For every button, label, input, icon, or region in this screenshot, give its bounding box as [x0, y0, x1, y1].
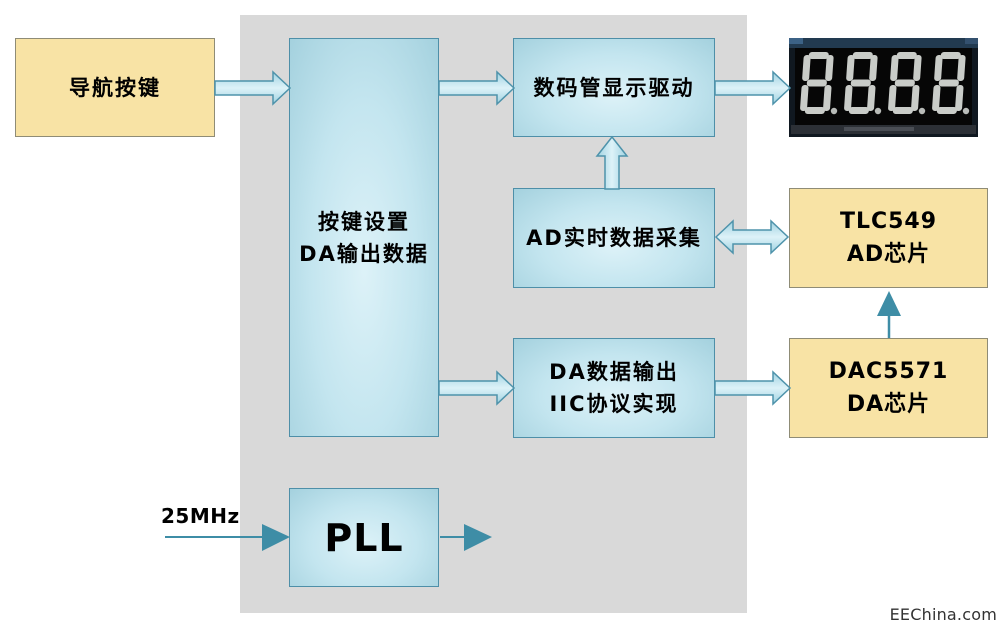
seven-segment-display	[789, 38, 978, 137]
block-ad-sampling: AD实时数据采集	[513, 188, 715, 288]
pll-label: PLL	[324, 515, 404, 560]
clock-frequency-label: 25MHz	[161, 504, 240, 528]
block-pll: PLL	[289, 488, 439, 587]
display-driver-label: 数码管显示驱动	[533, 75, 695, 100]
dac5571-line2: DA芯片	[846, 392, 931, 417]
nav-keys-label: 导航按键	[69, 75, 161, 100]
arrow-dac5571-to-tlc549	[877, 291, 901, 338]
da-output-line2: IIC协议实现	[549, 392, 679, 416]
tlc549-line2: AD芯片	[846, 242, 931, 267]
da-output-line1: DA数据输出	[549, 360, 679, 384]
key-setting-line2: DA输出数据	[299, 241, 429, 266]
tlc549-line1: TLC549	[839, 209, 938, 234]
key-setting-line1: 按键设置	[318, 209, 410, 234]
block-da-output: DA数据输出 IIC协议实现	[513, 338, 715, 438]
block-display-driver: 数码管显示驱动	[513, 38, 715, 137]
watermark: EEChina.com	[889, 605, 997, 624]
block-dac5571: DAC5571 DA芯片	[789, 338, 988, 438]
seven-segment-digits	[789, 38, 978, 137]
block-key-setting-mcu: 按键设置 DA输出数据	[289, 38, 439, 437]
block-nav-keys: 导航按键	[15, 38, 215, 137]
ad-sampling-label: AD实时数据采集	[526, 226, 702, 250]
dac5571-line1: DAC5571	[828, 359, 949, 384]
block-tlc549: TLC549 AD芯片	[789, 188, 988, 288]
